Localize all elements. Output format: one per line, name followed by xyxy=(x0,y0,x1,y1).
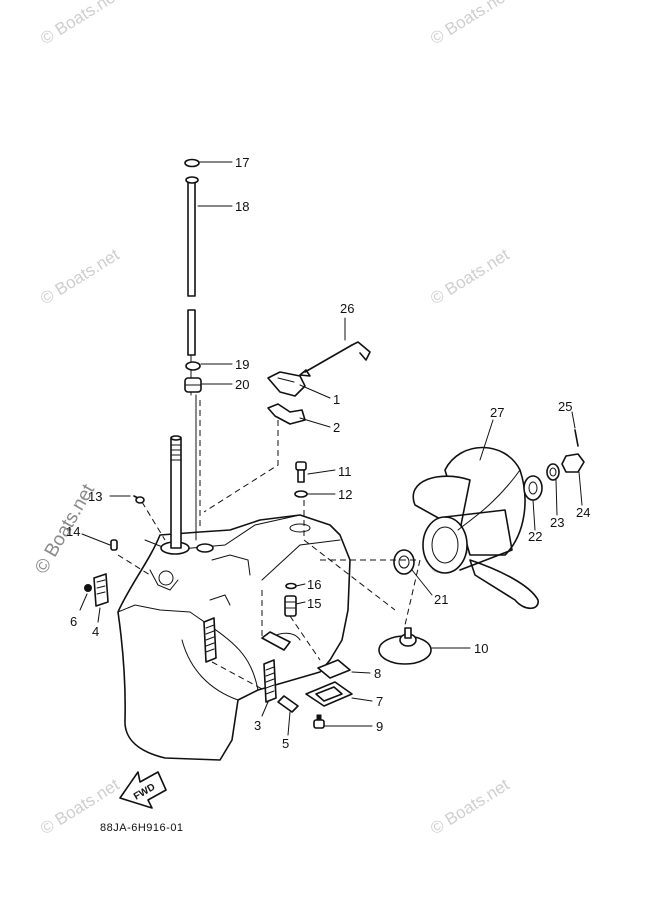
callout-24: 24 xyxy=(576,505,590,520)
part-24-nut xyxy=(561,453,585,473)
callout-15: 15 xyxy=(307,596,321,611)
callout-19: 19 xyxy=(235,357,249,372)
callout-12: 12 xyxy=(338,487,352,502)
part-14-dowel xyxy=(110,539,118,551)
callout-2: 2 xyxy=(333,420,340,435)
part-22-spacer xyxy=(523,475,543,501)
part-4-anode xyxy=(93,573,109,607)
part-26-shift-link xyxy=(299,341,371,377)
watermark: © Boats.net xyxy=(427,0,513,48)
callout-5: 5 xyxy=(282,736,289,751)
fitting xyxy=(261,631,291,651)
callout-8: 8 xyxy=(374,666,381,681)
part-20-bushing xyxy=(184,377,202,393)
callout-6: 6 xyxy=(70,614,77,629)
part-3-water-inlet xyxy=(203,617,277,703)
callout-23: 23 xyxy=(550,515,564,530)
part-17-nut xyxy=(184,158,200,184)
callout-21: 21 xyxy=(434,592,448,607)
diagram-code: 88JA-6H916-01 xyxy=(100,822,184,834)
part-13-pin xyxy=(133,495,145,504)
callout-16: 16 xyxy=(307,577,321,592)
part-21-spacer xyxy=(393,549,415,575)
part-5-screw xyxy=(277,695,299,713)
part-7-trim-tab xyxy=(305,681,353,707)
callout-1: 1 xyxy=(333,392,340,407)
watermark: © Boats.net xyxy=(37,245,123,308)
part-6-screw xyxy=(84,584,92,592)
part-8-cover xyxy=(317,659,351,679)
drive-shaft xyxy=(170,435,182,549)
fwd-arrow: FWD xyxy=(119,771,167,809)
callout-20: 20 xyxy=(235,377,249,392)
leader-lines xyxy=(79,161,583,736)
watermarks: © Boats.net © Boats.net © Boats.net © Bo… xyxy=(31,0,513,838)
part-10-thrust xyxy=(378,627,432,665)
callout-22: 22 xyxy=(528,529,542,544)
callout-10: 10 xyxy=(474,641,488,656)
callout-17: 17 xyxy=(235,155,249,170)
callout-labels: 1 2 3 4 5 6 7 8 9 10 11 12 13 14 15 16 1… xyxy=(66,155,590,751)
watermark: © Boats.net xyxy=(427,775,513,838)
callout-13: 13 xyxy=(88,489,102,504)
callout-26: 26 xyxy=(340,301,354,316)
part-25-cotter-pin xyxy=(574,429,579,447)
part-1-bracket xyxy=(267,371,306,397)
watermark: © Boats.net xyxy=(37,0,123,48)
callout-9: 9 xyxy=(376,719,383,734)
callout-11: 11 xyxy=(338,464,352,479)
part-19-collar xyxy=(185,361,201,371)
shift-rod xyxy=(187,177,197,541)
callout-7: 7 xyxy=(376,694,383,709)
callout-27: 27 xyxy=(490,405,504,420)
part-2-plate xyxy=(267,403,306,425)
part-16-washer xyxy=(285,582,297,590)
callout-18: 18 xyxy=(235,199,249,214)
callout-3: 3 xyxy=(254,718,261,733)
part-11-bolt xyxy=(295,461,307,483)
part-15-plug xyxy=(284,595,297,617)
part-23-washer xyxy=(546,463,560,481)
callout-4: 4 xyxy=(92,624,99,639)
part-9-screw xyxy=(313,714,325,729)
callout-25: 25 xyxy=(558,399,572,414)
watermark: © Boats.net xyxy=(427,245,513,308)
part-27-propeller xyxy=(412,446,539,610)
callout-14: 14 xyxy=(66,524,80,539)
part-12-washer xyxy=(294,490,308,498)
